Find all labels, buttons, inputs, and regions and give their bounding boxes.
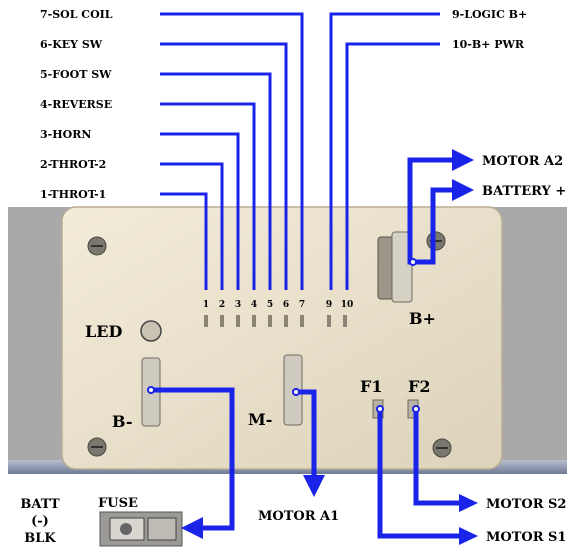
label-pin-6: 6-KEY SW	[40, 38, 103, 51]
node-m-minus	[292, 388, 300, 396]
arrow-fuse	[181, 517, 203, 539]
arrow-motor-s1	[459, 527, 478, 545]
label-batt-blk: BLK	[24, 531, 56, 546]
wire-pin-9	[329, 12, 440, 290]
node-f1	[376, 405, 384, 413]
wire-pin-2	[160, 162, 224, 290]
wire-f2-s2	[413, 409, 462, 506]
wire-battery-plus	[410, 187, 455, 265]
wire-pin-4	[160, 102, 256, 290]
wire-pin-10	[345, 42, 440, 290]
label-pin-9: 9-LOGIC B+	[452, 8, 527, 21]
wire-b-minus-fuse	[151, 387, 235, 531]
label-pin-10: 10-B+ PWR	[452, 38, 525, 51]
label-motor-s2: MOTOR S2	[486, 497, 566, 512]
wire-pin-1	[160, 192, 208, 290]
label-pin-1: 1-THROT-1	[40, 188, 106, 201]
label-pin-3: 3-HORN	[40, 128, 91, 141]
label-battery-plus: BATTERY +	[482, 184, 566, 199]
label-led: LED	[85, 322, 122, 341]
label-pin-7: 7-SOL COIL	[40, 8, 113, 21]
wire-f1-s1	[377, 409, 462, 539]
label-batt-minus: (-)	[31, 514, 49, 529]
label-fuse: FUSE	[98, 496, 138, 511]
node-f2	[412, 405, 420, 413]
screw-top-right	[426, 231, 446, 251]
wire-pin-5	[160, 72, 272, 290]
label-f2: F2	[408, 377, 431, 396]
connector-pins	[204, 315, 347, 327]
pin-number-6: 6	[283, 300, 289, 310]
pin-number-9: 9	[326, 300, 332, 310]
screw-bottom-right	[432, 438, 452, 458]
node-b-plus	[409, 258, 417, 266]
pin-number-1: 1	[203, 300, 209, 310]
label-motor-a2: MOTOR A2	[482, 154, 563, 169]
wire-pin-7	[160, 12, 304, 290]
screw-bottom-left	[87, 437, 107, 457]
pin-number-7: 7	[299, 300, 305, 310]
label-motor-a1: MOTOR A1	[258, 509, 339, 524]
led-indicator	[140, 320, 162, 342]
label-b-minus: B-	[112, 412, 132, 431]
arrow-motor-a2	[452, 149, 474, 171]
pin-number-10: 10	[341, 300, 354, 310]
label-f1: F1	[360, 377, 383, 396]
wire-pin-3	[160, 132, 240, 290]
arrow-motor-a1	[303, 475, 325, 497]
label-b-plus: B+	[409, 309, 436, 328]
screw-top-left	[87, 236, 107, 256]
label-m-minus: M-	[248, 410, 272, 429]
wires	[160, 12, 440, 290]
fuse-holder	[99, 511, 183, 547]
label-pin-4: 4-REVERSE	[40, 98, 112, 111]
wire-pin-6	[160, 42, 288, 290]
wire-m-minus-a1	[296, 389, 317, 478]
arrow-motor-s2	[459, 494, 478, 512]
pin-number-3: 3	[235, 300, 241, 310]
label-pin-5: 5-FOOT SW	[40, 68, 112, 81]
label-batt: BATT	[20, 497, 60, 512]
label-motor-s1: MOTOR S1	[486, 530, 566, 545]
pin-number-2: 2	[219, 300, 225, 310]
node-b-minus	[147, 386, 155, 394]
arrow-battery-plus	[452, 179, 474, 201]
pin-number-5: 5	[267, 300, 273, 310]
pin-number-4: 4	[251, 300, 257, 310]
label-pin-2: 2-THROT-2	[40, 158, 106, 171]
